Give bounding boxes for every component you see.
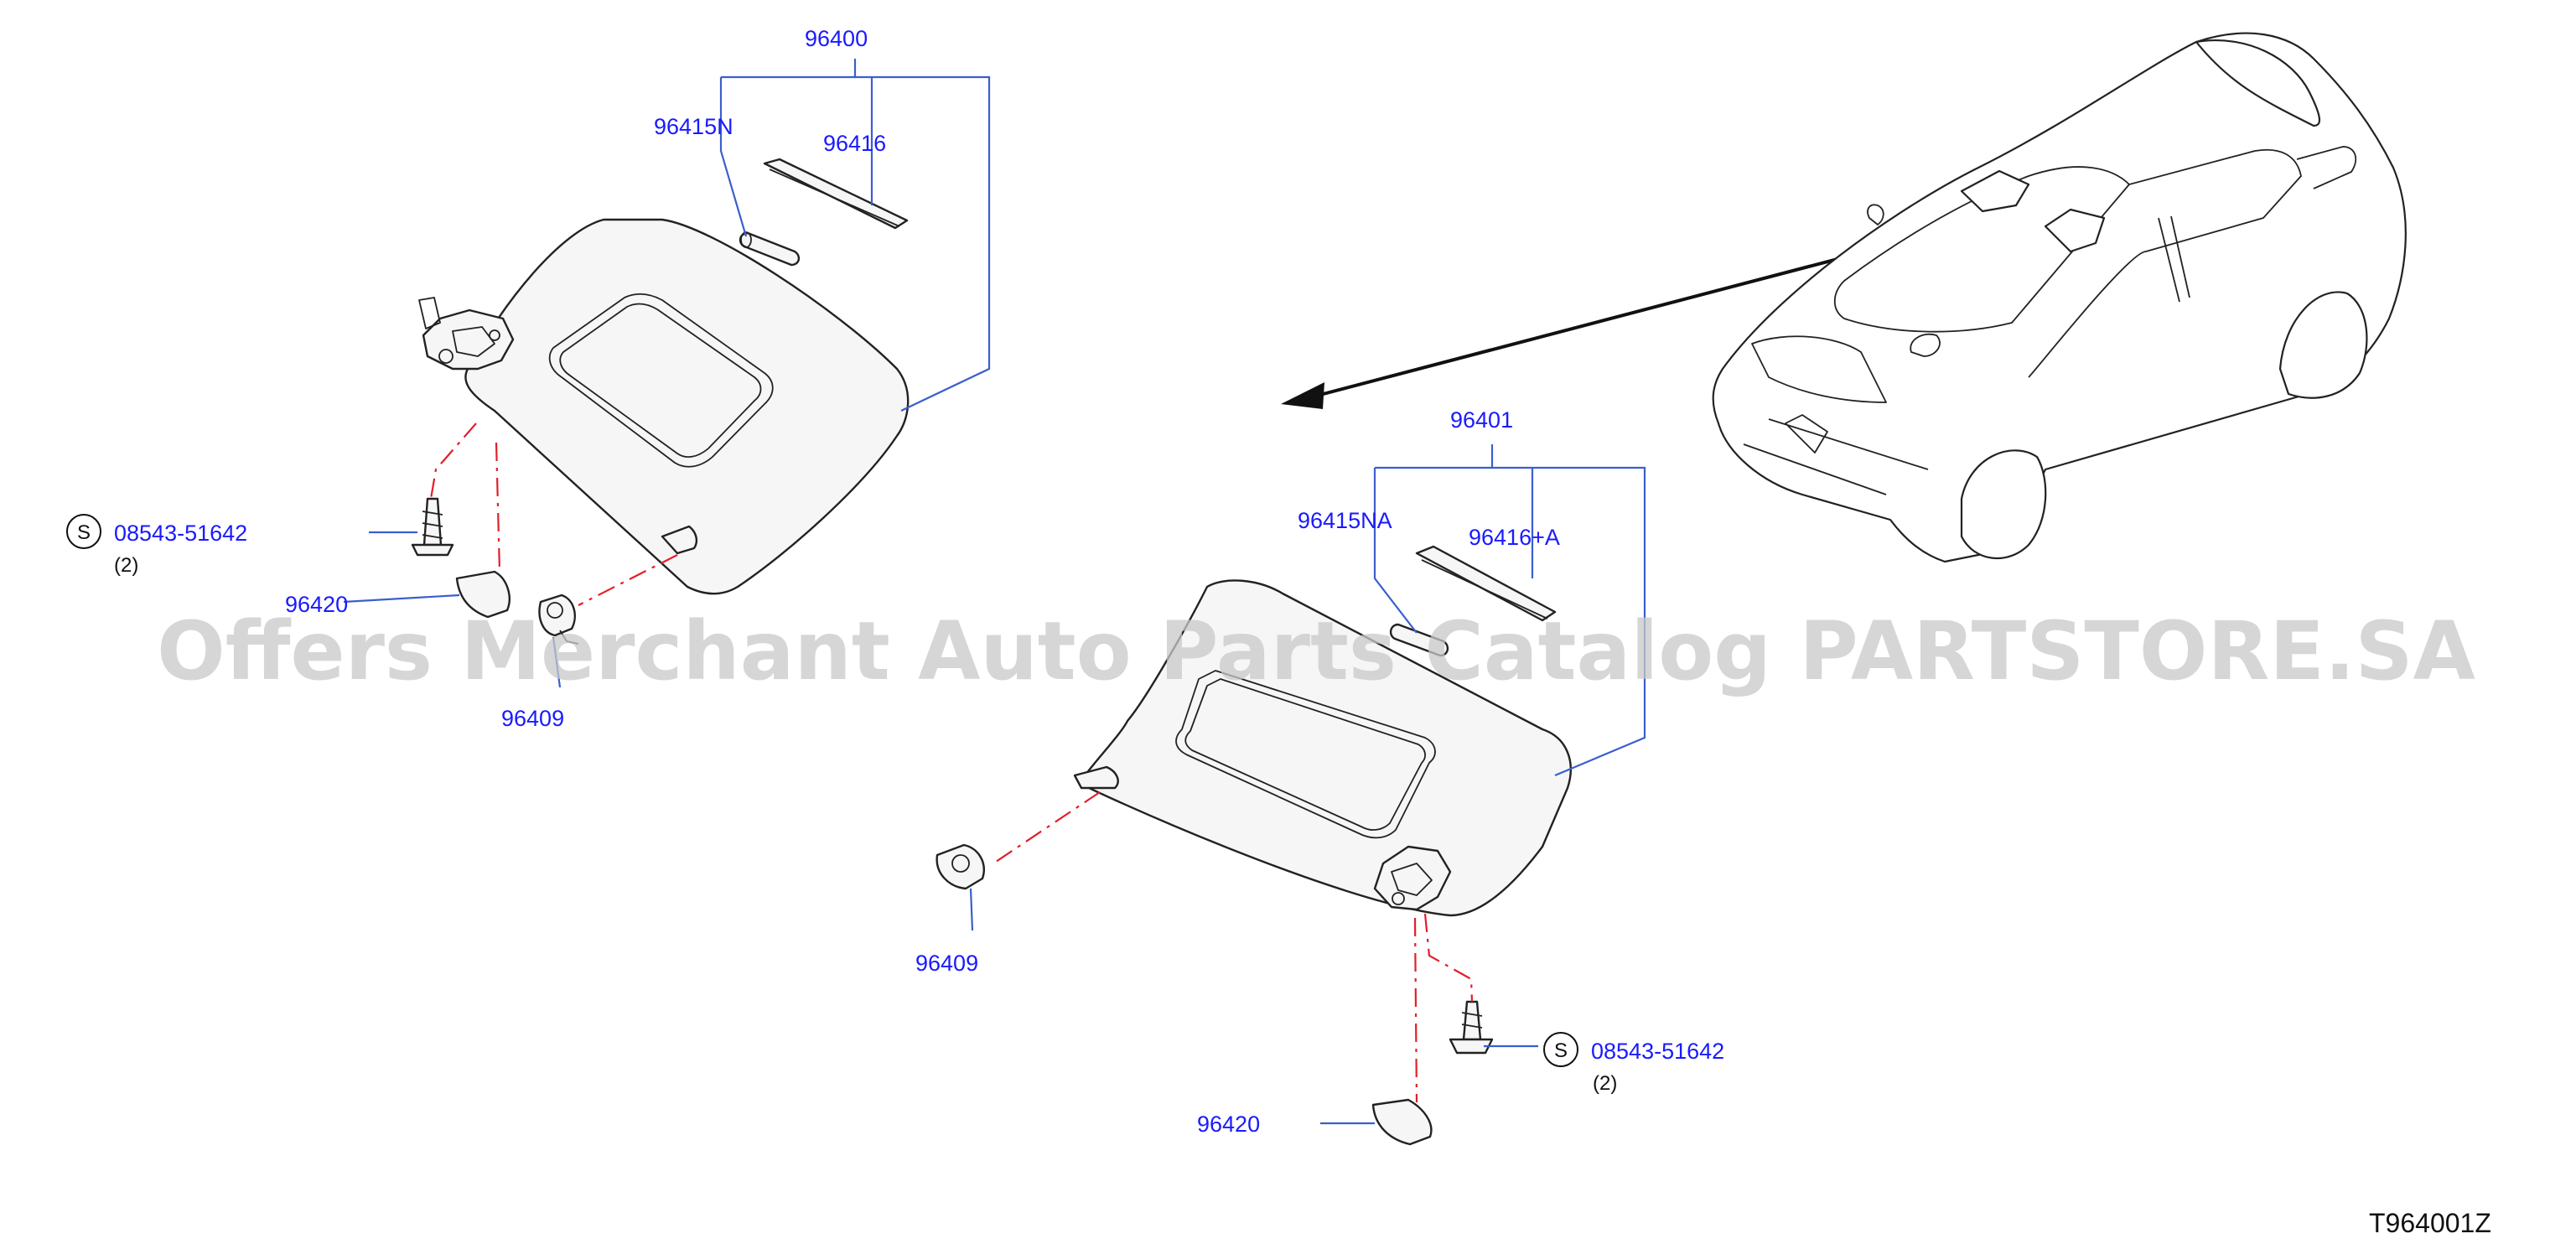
visor-pin-left[interactable] <box>739 231 801 267</box>
label-holder-right[interactable]: 96409 <box>915 951 978 976</box>
holder-left[interactable] <box>538 593 579 645</box>
visor-hinge-right[interactable] <box>1373 845 1452 911</box>
vehicle-outline <box>1712 32 2407 563</box>
label-pin-left[interactable]: 96415N <box>654 114 733 139</box>
label-pin-right[interactable]: 96415NA <box>1298 508 1392 533</box>
visor-strip-left[interactable] <box>763 158 909 230</box>
label-screw-right[interactable]: 08543-51642 <box>1591 1039 1724 1064</box>
label-screw-left[interactable]: 08543-51642 <box>114 521 247 546</box>
label-strip-left[interactable]: 96416 <box>823 131 886 156</box>
label-strip-right[interactable]: 96416+A <box>1469 525 1560 550</box>
watermark: Offers Merchant Auto Parts Catalog PARTS… <box>157 604 2475 698</box>
cover-right[interactable] <box>1371 1098 1433 1146</box>
svg-text:S: S <box>1554 1039 1568 1062</box>
screw-right[interactable] <box>1449 1000 1494 1055</box>
visor-hinge-left[interactable] <box>418 297 515 371</box>
label-cover-right[interactable]: 96420 <box>1197 1112 1260 1137</box>
diagram-code: T964001Z <box>2369 1208 2491 1238</box>
screw-symbol-right: S <box>1543 1032 1578 1067</box>
sun-visor-left[interactable] <box>464 218 910 595</box>
visor-pin-right[interactable] <box>1389 623 1449 657</box>
visor-strip-right[interactable] <box>1415 545 1557 622</box>
svg-text:S: S <box>77 521 91 544</box>
label-assembly-right[interactable]: 96401 <box>1450 407 1513 433</box>
label-assembly-left[interactable]: 96400 <box>805 26 868 51</box>
label-screw-left-qty: (2) <box>114 554 138 577</box>
screw-symbol-left: S <box>66 514 101 549</box>
cover-left[interactable] <box>455 570 511 619</box>
label-screw-right-qty: (2) <box>1593 1072 1617 1095</box>
sun-visor-right[interactable] <box>1073 579 1572 917</box>
direction-arrow <box>1281 231 1937 409</box>
label-holder-left[interactable]: 96409 <box>501 706 564 731</box>
holder-right[interactable] <box>936 843 985 890</box>
screw-left[interactable] <box>411 497 454 557</box>
label-cover-left[interactable]: 96420 <box>285 592 348 617</box>
